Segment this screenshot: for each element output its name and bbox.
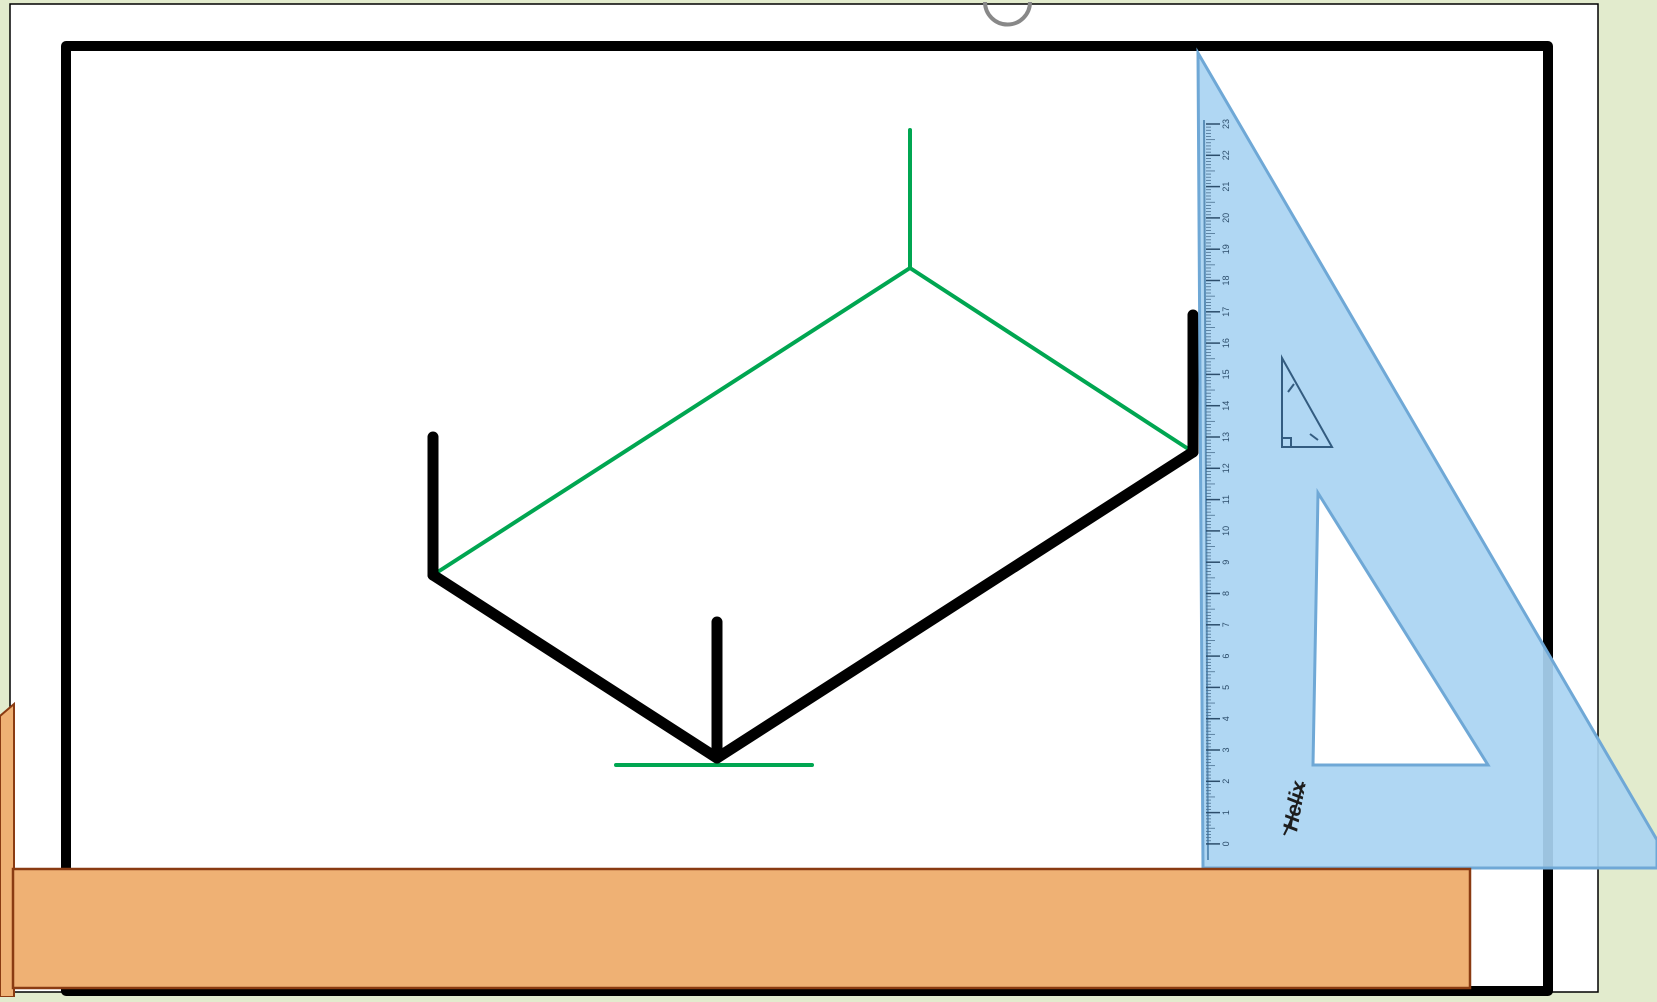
scale-label: 21 — [1221, 182, 1231, 192]
scale-label: 9 — [1221, 560, 1231, 565]
brand-swoosh — [1283, 781, 1304, 836]
left-back-edge — [431, 266, 912, 577]
construction-lines — [431, 128, 1195, 767]
drawing-border — [61, 41, 1553, 996]
scale-label: 15 — [1221, 369, 1231, 379]
scale-label: 14 — [1221, 401, 1231, 411]
right-back-edge — [908, 266, 1195, 454]
scale-label: 22 — [1221, 150, 1231, 160]
scale-label: 6 — [1221, 654, 1231, 659]
scale-label: 5 — [1221, 685, 1231, 690]
scale-label: 2 — [1221, 779, 1231, 784]
t-square[interactable] — [0, 701, 1472, 998]
t-square-blade — [11, 867, 1472, 990]
scale-label: 16 — [1221, 338, 1231, 348]
scale-label: 17 — [1221, 307, 1231, 317]
scale-label: 10 — [1221, 526, 1231, 536]
top-circle-fragment — [983, 1, 1032, 27]
scale-label: 23 — [1221, 119, 1231, 129]
scale-label: 0 — [1221, 841, 1231, 846]
scale-label: 12 — [1221, 463, 1231, 473]
object-lines — [427, 309, 1199, 764]
scale-label: 20 — [1221, 213, 1231, 223]
scale-label: 8 — [1221, 591, 1231, 596]
set-square-body — [1196, 47, 1657, 870]
scale-label: 18 — [1221, 275, 1231, 285]
scale-label: 11 — [1221, 495, 1231, 504]
scale-label: 19 — [1221, 244, 1231, 254]
scale-label: 1 — [1221, 810, 1231, 815]
scale-label: 4 — [1221, 716, 1231, 721]
scale-label: 7 — [1221, 622, 1231, 627]
scale-label: 3 — [1221, 747, 1231, 752]
angle-diagram-icon — [1281, 354, 1334, 448]
scale-label: 13 — [1221, 432, 1231, 442]
